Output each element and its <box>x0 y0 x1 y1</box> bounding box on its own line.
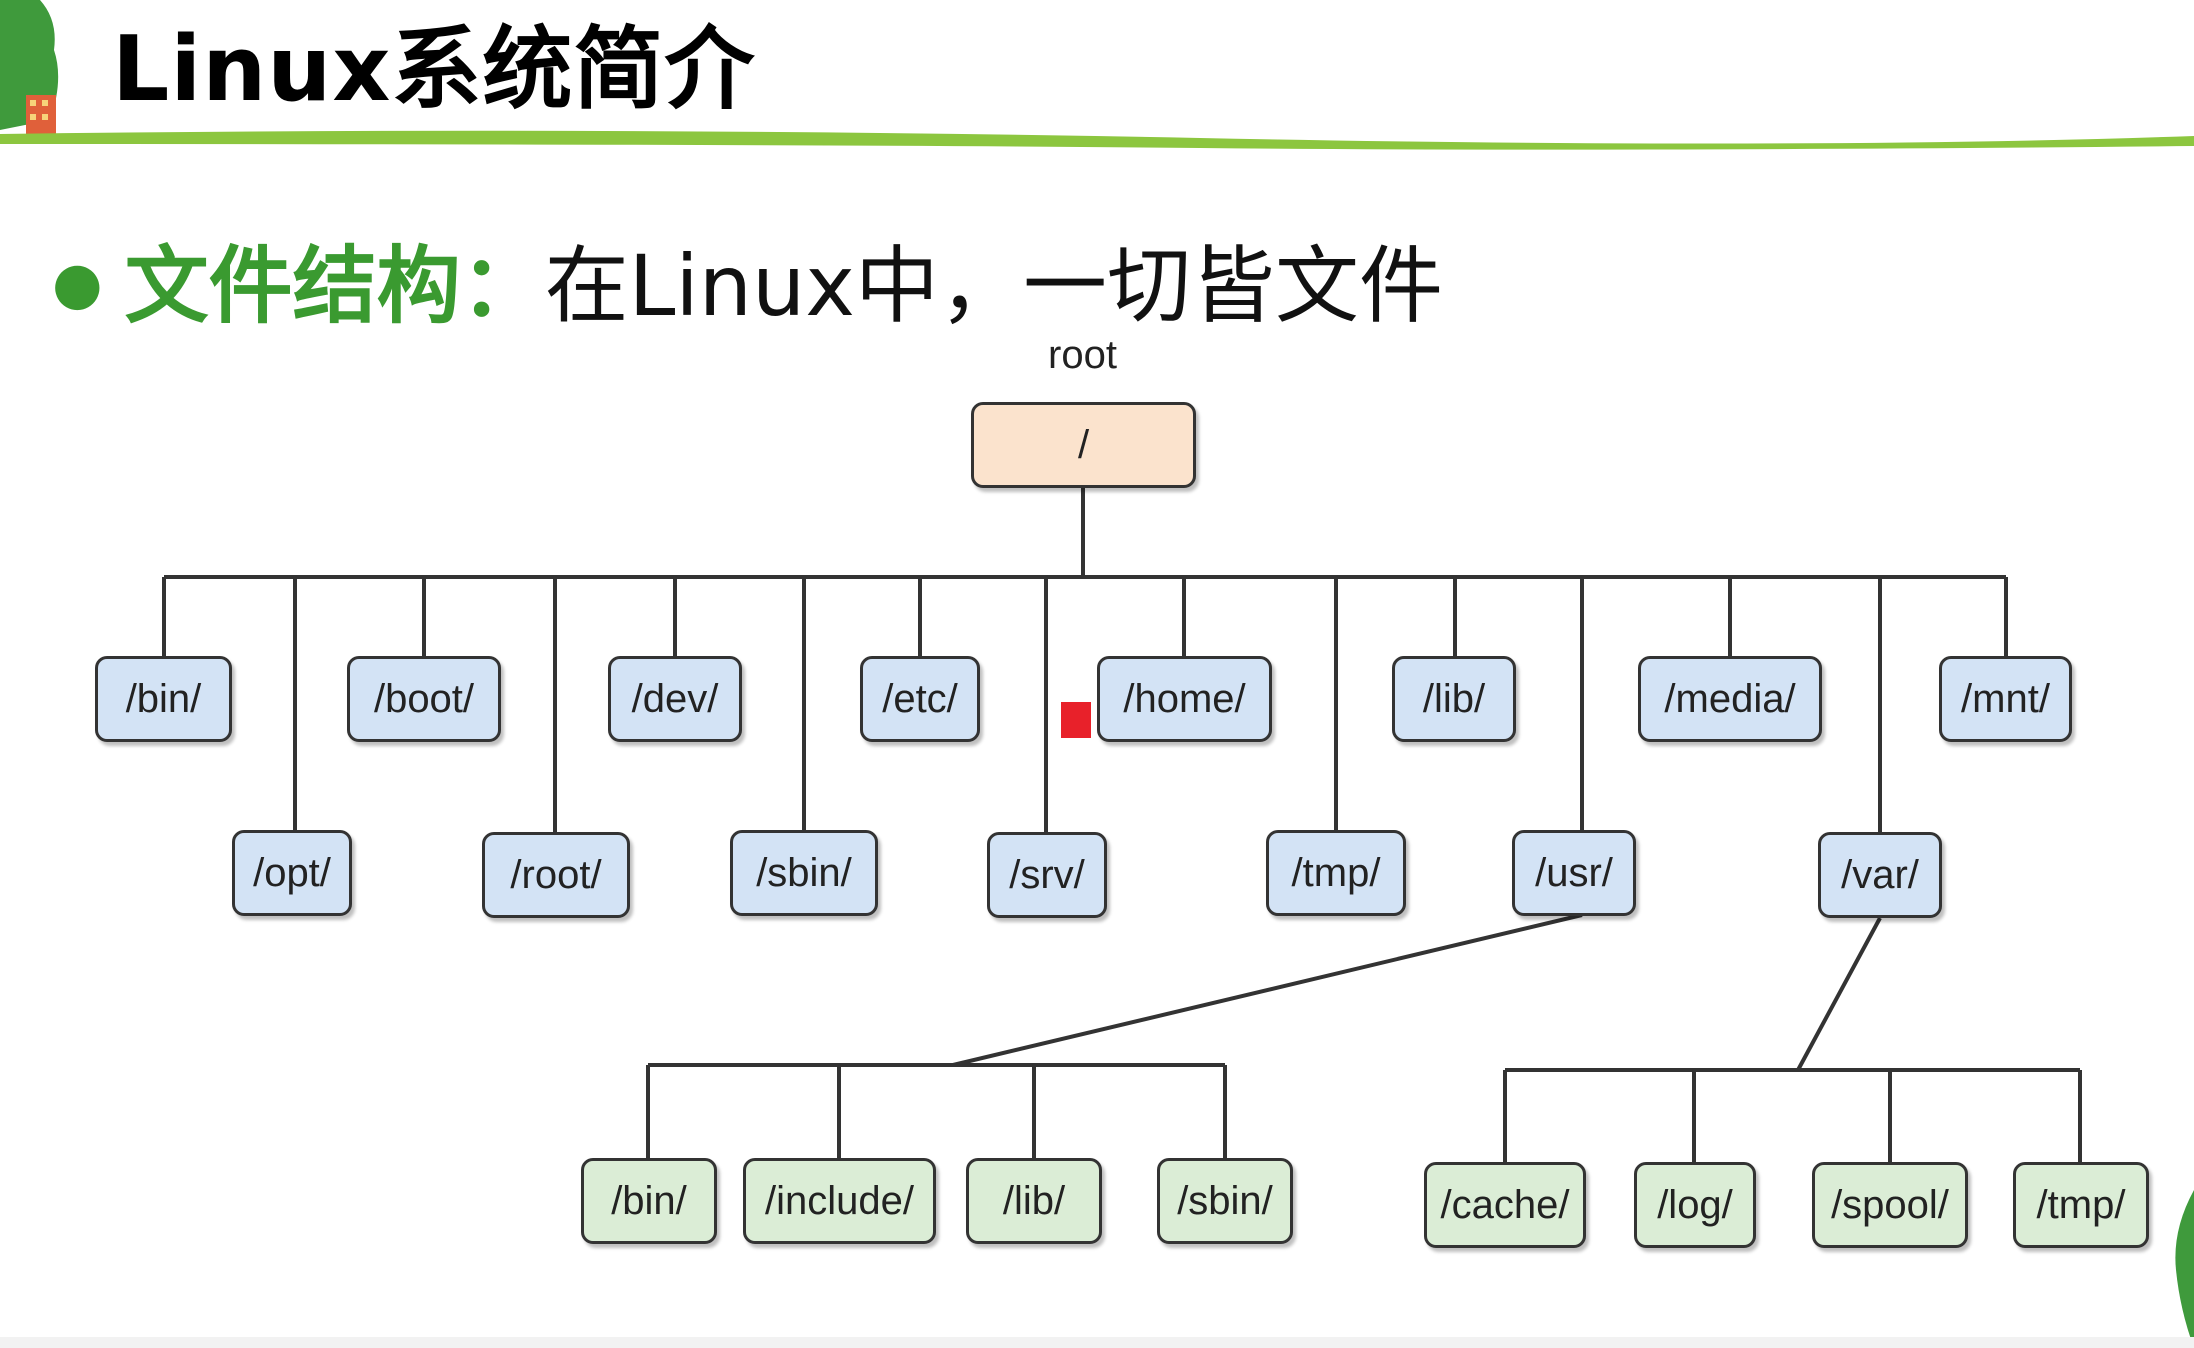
node-var-cache: /cache/ <box>1424 1162 1586 1248</box>
node-sbin: /sbin/ <box>730 830 878 916</box>
node-usr: /usr/ <box>1512 830 1636 916</box>
node-opt: /opt/ <box>232 830 352 916</box>
root-node: / <box>971 402 1196 488</box>
node-usr-sbin: /sbin/ <box>1157 1158 1293 1244</box>
node-usr-lib: /lib/ <box>966 1158 1102 1244</box>
node-bin: /bin/ <box>95 656 232 742</box>
node-var-log: /log/ <box>1634 1162 1756 1248</box>
node-var-tmp: /tmp/ <box>2013 1162 2149 1248</box>
logo-icon <box>0 0 59 135</box>
bullet-dot-icon: ● <box>52 249 103 317</box>
node-var: /var/ <box>1818 832 1942 918</box>
bullet-label: 文件结构： <box>124 237 545 335</box>
red-marker <box>1061 702 1091 738</box>
node-tmp: /tmp/ <box>1266 830 1406 916</box>
node-root: /root/ <box>482 832 630 918</box>
bullet-point: ● 文件结构：在Linux中，一切皆文件 <box>52 238 1443 335</box>
page-title: Linux系统简介 <box>112 17 756 122</box>
node-home: /home/ <box>1097 656 1272 742</box>
node-mnt: /mnt/ <box>1939 656 2072 742</box>
node-etc: /etc/ <box>860 656 980 742</box>
bottom-band <box>0 1337 2194 1348</box>
decoration-icon <box>2175 1190 2194 1348</box>
node-boot: /boot/ <box>347 656 501 742</box>
node-usr-bin: /bin/ <box>581 1158 717 1244</box>
node-lib: /lib/ <box>1392 656 1516 742</box>
node-usr-include: /include/ <box>743 1158 936 1244</box>
node-media: /media/ <box>1638 656 1822 742</box>
node-srv: /srv/ <box>987 832 1107 918</box>
root-label: root <box>1048 333 1117 377</box>
node-var-spool: /spool/ <box>1812 1162 1968 1248</box>
node-dev: /dev/ <box>608 656 742 742</box>
bullet-text: 在Linux中，一切皆文件 <box>544 237 1443 335</box>
title-underline <box>0 130 2194 150</box>
